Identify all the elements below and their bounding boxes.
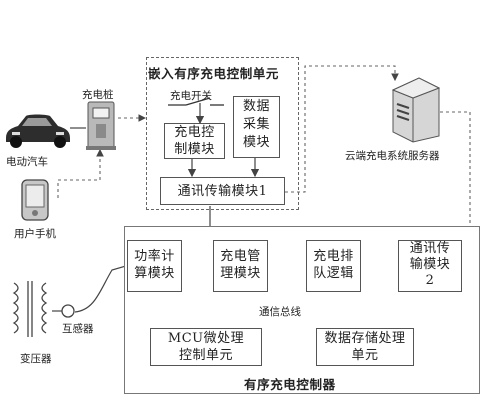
communication-bus-label: 通信总线 xyxy=(259,306,301,318)
electric-car-icon xyxy=(6,114,70,148)
charge-control-module-label: 充电控 制模块 xyxy=(174,125,215,157)
server-icon xyxy=(391,77,441,143)
data-storage-unit xyxy=(316,328,414,366)
switch-label: 充电开关 xyxy=(170,90,212,102)
power-calc-module-label: 功率计 算模块 xyxy=(134,249,175,281)
data-storage-unit-label: 数据存储处理 单元 xyxy=(324,331,406,363)
transformer-label: 变压器 xyxy=(20,353,52,365)
comm-module-1 xyxy=(160,177,285,205)
user-phone-label: 用户手机 xyxy=(14,228,56,240)
comm-module-2 xyxy=(398,240,462,292)
current-transformer-label: 互感器 xyxy=(62,323,94,335)
cloud-server-label: 云端充电系统服务器 xyxy=(345,150,440,162)
charging-pile-label: 充电桩 xyxy=(82,89,114,101)
charge-management-module xyxy=(213,240,268,292)
mcu-control-unit-label: MCU微处理 控制单元 xyxy=(167,331,245,363)
transformer-icon xyxy=(12,281,75,337)
mcu-control-unit xyxy=(150,328,262,366)
charging-pile-icon xyxy=(86,101,116,150)
controller-title: 有序充电控制器 xyxy=(244,377,336,392)
charge-management-module-label: 充电管 理模块 xyxy=(220,249,261,281)
comm-module-1-label: 通讯传输模块1 xyxy=(177,184,268,199)
electric-car-label: 电动汽车 xyxy=(6,156,48,168)
charge-queue-logic-label: 充电排 队逻辑 xyxy=(313,249,354,281)
mobile-phone-icon xyxy=(21,179,49,221)
charge-queue-logic xyxy=(306,240,361,292)
data-acquisition-module xyxy=(233,96,280,158)
embedded-unit-title: 嵌入有序充电控制单元 xyxy=(148,66,280,81)
data-acquisition-module-label: 数据 采集 模块 xyxy=(242,99,270,150)
comm-module-2-label: 通讯传 输模块 2 xyxy=(409,241,451,288)
charge-control-module xyxy=(164,123,225,159)
power-calc-module xyxy=(127,240,182,292)
switch-icon xyxy=(168,97,224,106)
embedded-control-unit xyxy=(146,57,299,210)
